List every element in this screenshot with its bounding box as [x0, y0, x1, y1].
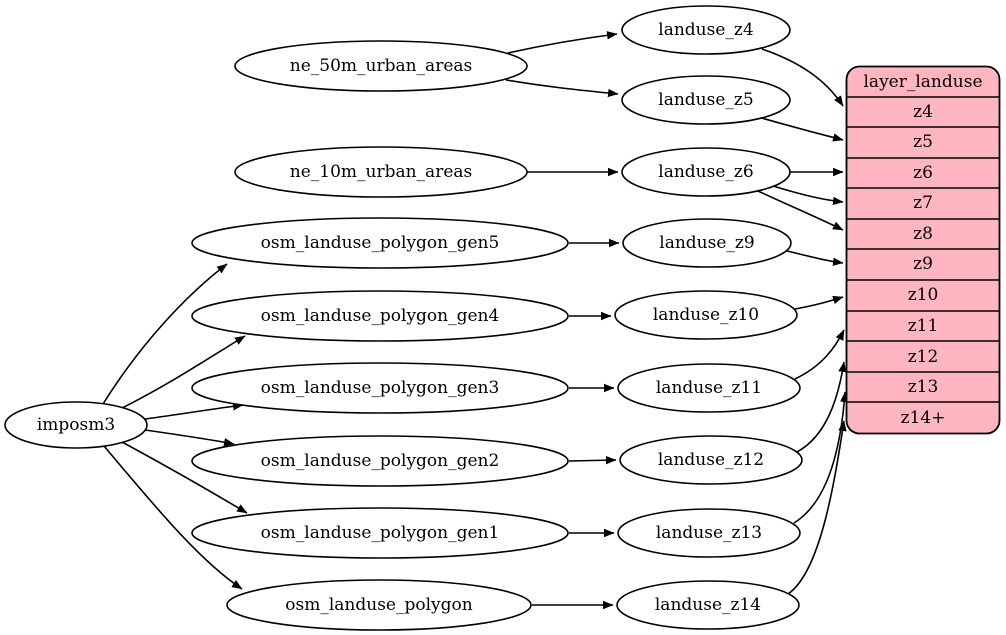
edge-z11-row	[794, 329, 845, 380]
node-gen3-shape	[191, 362, 569, 414]
node-z11-label: landuse_z11	[656, 378, 762, 398]
node-gen1-label: osm_landuse_polygon_gen1	[261, 523, 500, 543]
node-landuse-z6: landuse_z6	[621, 147, 791, 197]
table-row-z4: z4	[913, 102, 933, 122]
edge-imposm3-gen1	[121, 441, 248, 514]
node-gen1-shape	[191, 507, 569, 559]
node-ne-50m-shape	[234, 40, 528, 92]
table-row-z9: z9	[913, 254, 933, 274]
node-z9-shape	[622, 218, 792, 268]
node-imposm3-label: imposm3	[37, 415, 115, 435]
node-osm-landuse-polygon-gen2: osm_landuse_polygon_gen2	[191, 435, 569, 487]
node-imposm3-shape	[4, 401, 148, 449]
edge-imposm3-gen4	[121, 335, 246, 409]
node-gen2-shape	[191, 435, 569, 487]
node-osm-landuse-polygon: osm_landuse_polygon	[226, 579, 532, 631]
node-z10-shape	[614, 290, 798, 340]
edge-imposm3-gen5	[102, 263, 228, 405]
edge-z6-row8	[757, 190, 844, 231]
node-z9-label: landuse_z9	[659, 233, 754, 253]
table-row-z12: z12	[908, 347, 939, 367]
node-z5-shape	[621, 75, 791, 125]
node-landuse-z4: landuse_z4	[621, 5, 791, 55]
layer-landuse-table-dividers	[846, 96, 1000, 403]
node-gen5-label: osm_landuse_polygon_gen5	[261, 233, 500, 253]
node-z14-shape	[616, 580, 800, 630]
table-row-z10: z10	[908, 285, 939, 305]
node-landuse-z14: landuse_z14	[616, 580, 800, 630]
table-title: layer_landuse	[864, 72, 983, 92]
table-row-z6: z6	[913, 163, 933, 183]
node-landuse-z9: landuse_z9	[622, 218, 792, 268]
node-landuse-z10: landuse_z10	[614, 290, 798, 340]
node-ne-50m-label: ne_50m_urban_areas	[290, 56, 472, 76]
node-osm-landuse-polygon-gen3: osm_landuse_polygon_gen3	[191, 362, 569, 414]
edge-ne50m-z5	[505, 79, 619, 98]
node-polygon-label: osm_landuse_polygon	[285, 595, 472, 615]
node-ne-50m-urban-areas: ne_50m_urban_areas	[234, 40, 528, 92]
edge-imposm3-gen3	[144, 402, 244, 420]
node-polygon-shape	[226, 579, 532, 631]
edge-z13-row	[793, 391, 849, 524]
node-landuse-z5: landuse_z5	[621, 75, 791, 125]
table-row-z5: z5	[913, 132, 933, 152]
node-osm-landuse-polygon-gen5: osm_landuse_polygon_gen5	[191, 217, 569, 269]
node-landuse-z11: landuse_z11	[617, 363, 801, 413]
table-row-z13: z13	[908, 377, 939, 397]
node-landuse-z13: landuse_z13	[617, 508, 801, 558]
node-gen5-shape	[191, 217, 569, 269]
table-row-z11: z11	[908, 316, 939, 336]
node-z11-shape	[617, 363, 801, 413]
node-z5-label: landuse_z5	[658, 90, 753, 110]
node-gen4-shape	[191, 290, 569, 342]
node-imposm3: imposm3	[4, 401, 148, 449]
edge-gen2-z12	[568, 456, 617, 465]
edge-imposm3-polygon	[103, 445, 243, 590]
node-z6-shape	[621, 147, 791, 197]
node-z4-label: landuse_z4	[658, 20, 753, 40]
node-osm-landuse-polygon-gen1: osm_landuse_polygon_gen1	[191, 507, 569, 559]
node-ne-10m-urban-areas: ne_10m_urban_areas	[234, 146, 528, 198]
table-row-z7: z7	[913, 193, 933, 213]
table-row-z14: z14+	[901, 408, 946, 428]
node-z14-label: landuse_z14	[655, 595, 761, 615]
node-gen4-label: osm_landuse_polygon_gen4	[261, 306, 500, 326]
edge-z9-row	[786, 250, 844, 266]
node-ne-10m-label: ne_10m_urban_areas	[290, 162, 472, 182]
node-landuse-z12: landuse_z12	[619, 435, 803, 485]
edge-z10-row	[794, 295, 844, 310]
node-gen3-label: osm_landuse_polygon_gen3	[261, 378, 500, 398]
edge-imposm3-gen2	[144, 429, 235, 447]
layer-landuse-table: layer_landuse z4 z5 z6 z7 z8 z9 z10 z11 …	[845, 65, 1001, 435]
node-group: imposm3 ne_50m_urban_areas ne_10m_urban_…	[4, 5, 803, 631]
node-gen2-label: osm_landuse_polygon_gen2	[261, 451, 500, 471]
node-z6-label: landuse_z6	[658, 162, 753, 182]
edge-z14-row	[787, 420, 847, 595]
edge-z5-row	[757, 116, 844, 142]
edge-z12-row	[796, 361, 847, 453]
table-row-z8: z8	[913, 224, 933, 244]
node-z13-shape	[617, 508, 801, 558]
node-osm-landuse-polygon-gen4: osm_landuse_polygon_gen4	[191, 290, 569, 342]
node-z12-label: landuse_z12	[658, 450, 764, 470]
edge-group	[102, 31, 849, 610]
node-z4-shape	[621, 5, 791, 55]
node-z10-label: landuse_z10	[653, 305, 759, 325]
edge-z4-row	[761, 48, 844, 107]
edge-z6-row7	[769, 184, 844, 206]
edge-ne50m-z4	[507, 31, 618, 54]
node-ne-10m-shape	[234, 146, 528, 198]
node-z13-label: landuse_z13	[656, 523, 762, 543]
node-z12-shape	[619, 435, 803, 485]
